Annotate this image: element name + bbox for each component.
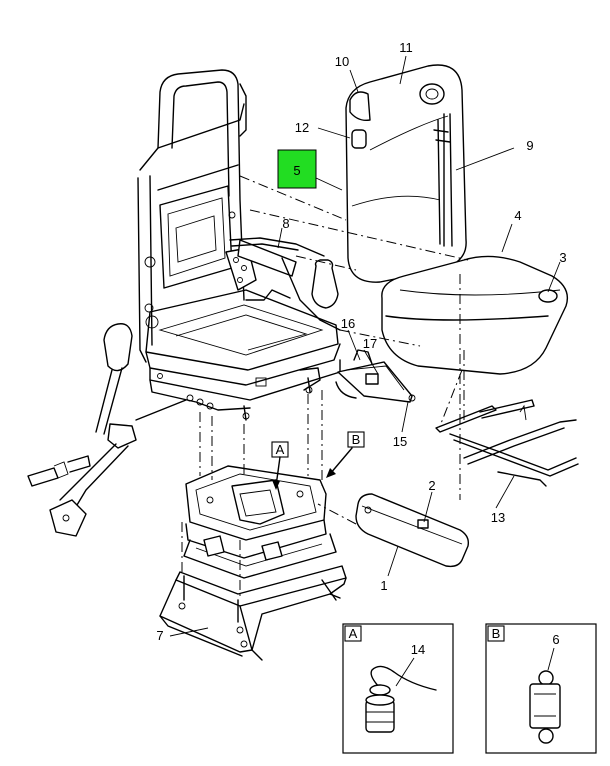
alignment-lines xyxy=(181,175,469,600)
callout-3: 3 xyxy=(559,250,566,265)
callout-6: 6 xyxy=(552,632,559,647)
callout-13: 13 xyxy=(491,510,505,525)
callout-10: 10 xyxy=(335,54,349,69)
view-tag-a: A xyxy=(276,442,285,457)
seat-back-cushion-9 xyxy=(345,64,467,283)
callout-11: 11 xyxy=(399,40,413,55)
callout-9: 9 xyxy=(526,138,533,153)
callout-2: 2 xyxy=(428,478,435,493)
seat-belt-left xyxy=(27,323,187,537)
view-tag-b: B xyxy=(352,432,361,447)
callout-5: 5 xyxy=(293,163,300,178)
view-tag-b-box xyxy=(347,431,365,448)
seat-back-frame xyxy=(137,69,247,363)
armrest-1 xyxy=(355,493,470,568)
detail-b-tag: B xyxy=(492,626,501,641)
handle-assembly-15 xyxy=(335,349,416,403)
callout-16: 16 xyxy=(341,316,355,331)
callout-12: 12 xyxy=(295,120,309,135)
seat-cushion-frame xyxy=(145,289,341,421)
detail-a-tag: A xyxy=(349,626,358,641)
leader-lines xyxy=(169,55,561,637)
detail-view-b: B 6 xyxy=(485,623,597,754)
seat-suspension xyxy=(183,465,337,579)
callout-labels: 5 10 11 12 9 4 3 8 16 17 15 2 1 13 7 A B xyxy=(156,40,566,643)
base-frame-7 xyxy=(159,565,347,661)
callout-1: 1 xyxy=(380,578,387,593)
callout-4: 4 xyxy=(514,208,521,223)
callout-15: 15 xyxy=(393,434,407,449)
callout-14: 14 xyxy=(411,642,425,657)
callout-8: 8 xyxy=(282,216,289,231)
slide-rails-13 xyxy=(435,399,579,487)
callout-7: 7 xyxy=(156,628,163,643)
harness-part-8 xyxy=(225,237,341,331)
detail-view-a: A 14 xyxy=(342,623,454,754)
callout-17: 17 xyxy=(363,336,377,351)
highlight-box-part-5 xyxy=(277,149,317,189)
seat-cushion-4 xyxy=(381,255,569,375)
